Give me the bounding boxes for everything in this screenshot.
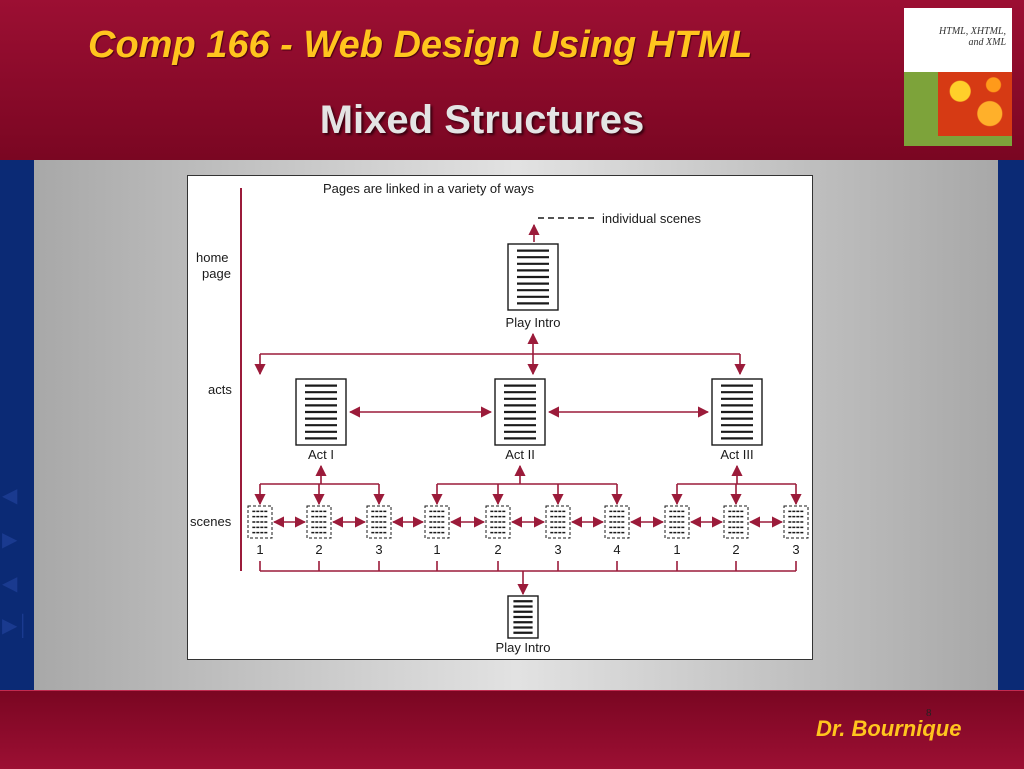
play-intro-bottom-page [507,595,539,639]
scene-number-2-2: 2 [494,542,501,557]
slide-number: 8 [926,707,932,719]
play-intro-bottom-label: Play Intro [496,640,551,655]
course-title: Comp 166 - Web Design Using HTML [88,24,753,66]
level-scenes-label: scenes [190,514,232,529]
book-cover-title: HTML, XHTML, and XML [939,26,1006,48]
scene-page-2-1 [424,505,450,539]
mixed-structure-diagram: Pages are linked in a variety of ways in… [187,175,813,660]
scene-number-3-2: 2 [732,542,739,557]
scene-number-1-2: 2 [315,542,322,557]
author-name: Dr. Bournique [816,716,962,741]
diagram-caption: Pages are linked in a variety of ways [323,181,534,196]
act-page-2 [494,378,546,446]
level-home-label: home [196,250,229,265]
scene-page-1-1 [247,505,273,539]
slide-title: Mixed Structures [319,98,645,142]
right-sidebar [998,160,1024,690]
scene-number-3-1: 1 [673,542,680,557]
legend-label: individual scenes [602,211,702,226]
act-label-2: Act II [505,447,535,462]
book-cover-image: HTML, XHTML, and XML [904,8,1012,146]
scene-page-1-3 [366,505,392,539]
scene-number-2-4: 4 [613,542,620,557]
scene-page-1-2 [306,505,332,539]
slide-header: Comp 166 - Web Design Using HTML Mixed S… [0,0,1024,160]
last-slide-icon[interactable]: ▶│ [2,615,30,637]
next-slide-icon[interactable]: ▶ [2,529,18,551]
first-slide-icon[interactable]: ◀ [2,485,22,507]
scene-page-2-2 [485,505,511,539]
act-label-1: Act I [308,447,334,462]
level-acts-label: acts [208,382,232,397]
act-page-3 [711,378,763,446]
play-intro-top-label: Play Intro [506,315,561,330]
scene-page-2-3 [545,505,571,539]
scene-number-2-3: 3 [554,542,561,557]
slide-footer [0,690,1024,769]
scene-page-3-3 [783,505,809,539]
act-label-3: Act III [720,447,753,462]
scene-number-1-3: 3 [375,542,382,557]
scene-page-3-2 [723,505,749,539]
play-intro-top-page [507,243,559,311]
previous-slide-icon[interactable]: ◀ [2,573,18,595]
scene-number-1-1: 1 [256,542,263,557]
diagram-canvas: Pages are linked in a variety of ways in… [190,181,809,655]
level-home-label-2: page [202,266,231,281]
scene-page-3-1 [664,505,690,539]
act-page-1 [295,378,347,446]
scene-page-2-4 [604,505,630,539]
left-sidebar: ◀ ▶ ◀ ▶│ [0,160,34,690]
scene-number-3-3: 3 [792,542,799,557]
scene-number-2-1: 1 [433,542,440,557]
